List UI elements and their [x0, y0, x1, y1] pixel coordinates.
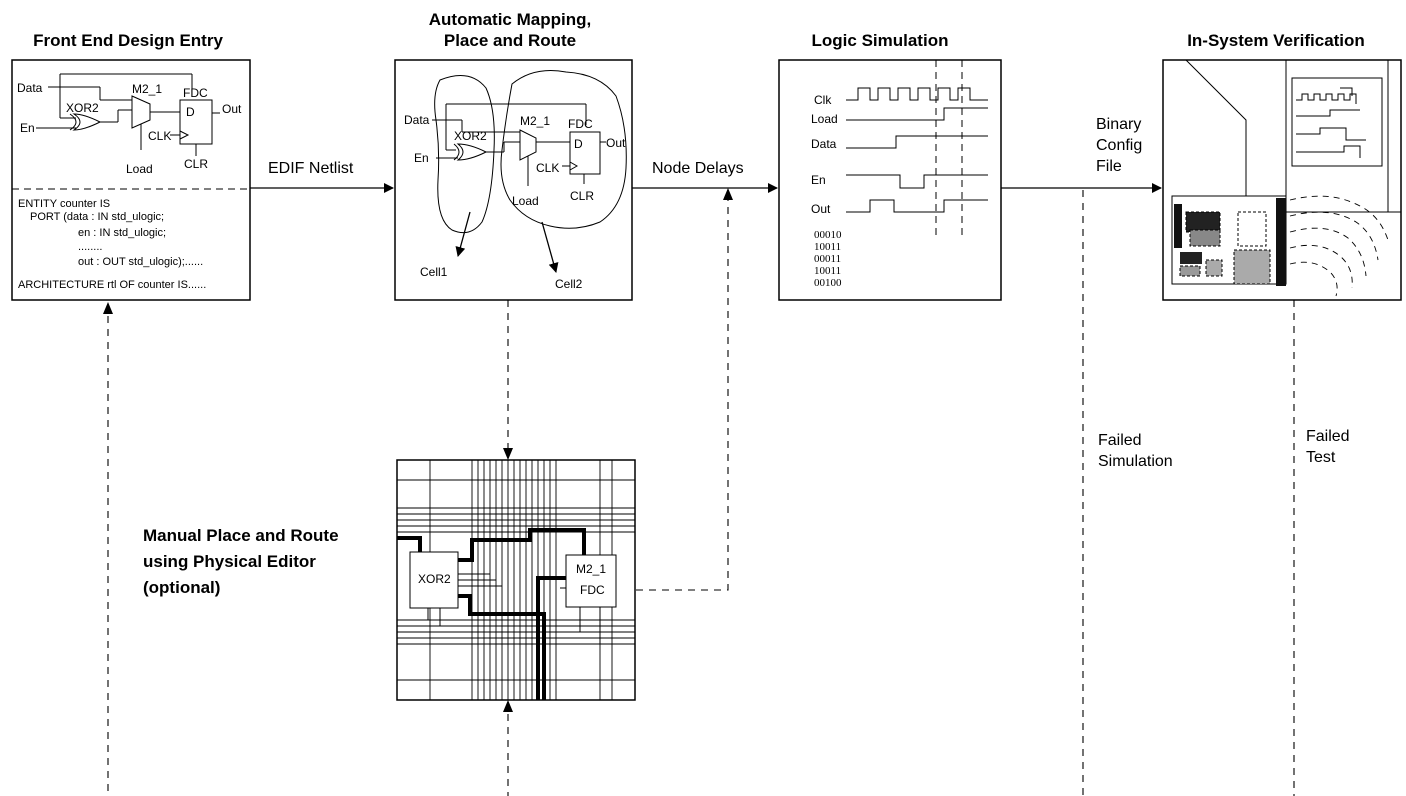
feedback-lines [107, 190, 1295, 796]
fe-load-label: Load [126, 162, 153, 176]
xor2-cell [409, 551, 459, 609]
up-arrow-front-end [103, 302, 113, 314]
am-fdc-label: FDC [568, 117, 593, 131]
wave-data-label: Data [811, 137, 837, 151]
manual-to-node-delays [636, 200, 729, 591]
am-clr-label: CLR [570, 189, 594, 203]
vector-3: 00011 [814, 253, 841, 265]
cable-lines [1289, 195, 1389, 297]
vhdl-line4: ........ [78, 241, 102, 253]
am-clk-label: CLK [536, 161, 559, 175]
front-end-schematic [36, 73, 220, 156]
wave-clk-label: Clk [814, 93, 832, 107]
vector-5: 00100 [814, 277, 842, 289]
waveform-traces [846, 60, 988, 236]
cell2-label: Cell2 [555, 277, 583, 291]
binary-label-3: File [1096, 158, 1122, 175]
vhdl-line5: out : OUT std_ulogic);...... [78, 256, 203, 268]
vhdl-line3: en : IN std_ulogic; [78, 227, 166, 239]
front-end-panel: Data En XOR2 M2_1 FDC D CLK Out Load CLR… [11, 59, 251, 301]
vhdl-line2: PORT (data : IN std_ulogic; [30, 211, 164, 223]
circuit-board-illustration [1171, 195, 1287, 286]
am-load-label: Load [512, 194, 539, 208]
logic-sim-title: Logic Simulation [812, 31, 949, 50]
load-wave [846, 107, 988, 121]
en-wave [846, 174, 988, 189]
wave-out-label: Out [811, 202, 831, 216]
manual-title-line1: Manual Place and Route [143, 526, 339, 545]
auto-map-panel: Data En XOR2 M2_1 FDC D CLK Out Load CLR… [394, 59, 633, 301]
wave-en-label: En [811, 173, 826, 187]
fe-clr-label: CLR [184, 157, 208, 171]
phys-xor2-label: XOR2 [418, 572, 451, 586]
clk-wave [846, 87, 988, 101]
down-arrow-manual [503, 448, 513, 460]
in-system-title: In-System Verification [1187, 31, 1365, 50]
vhdl-line1: ENTITY counter IS [18, 198, 110, 210]
edif-label: EDIF Netlist [268, 160, 354, 177]
failed-test-label-1: Failed [1306, 428, 1350, 445]
auto-map-title-line1: Automatic Mapping, [429, 10, 591, 29]
fe-m2_1-label: M2_1 [132, 82, 162, 96]
binary-label-1: Binary [1096, 116, 1141, 133]
fe-data-label: Data [17, 81, 43, 95]
am-xor2-label: XOR2 [454, 129, 487, 143]
manual-title-line2: using Physical Editor [143, 552, 316, 571]
auto-map-title-line2: Place and Route [444, 31, 576, 50]
up-arrow-node-delays [723, 188, 733, 200]
failed-sim-label-2: Simulation [1098, 453, 1173, 470]
fe-out-label: Out [222, 102, 242, 116]
fe-clk-label: CLK [148, 129, 171, 143]
failed-test-label-2: Test [1306, 449, 1336, 466]
binary-label-2: Config [1096, 137, 1142, 154]
vector-2: 10011 [814, 241, 841, 253]
up-arrow-manual [503, 700, 513, 712]
vhdl-line6: ARCHITECTURE rtl OF counter IS...... [18, 279, 206, 291]
phys-fdc-label: FDC [580, 583, 605, 597]
cell2-region [500, 70, 627, 229]
manual-title-line3: (optional) [143, 578, 220, 597]
fe-fdc-label: FDC [183, 86, 208, 100]
phys-m2_1-label: M2_1 [576, 562, 606, 576]
critical-route [397, 528, 586, 700]
front-end-title: Front End Design Entry [33, 31, 223, 50]
vector-4: 10011 [814, 265, 841, 277]
am-en-label: En [414, 151, 429, 165]
am-m2_1-label: M2_1 [520, 114, 550, 128]
data-wave [846, 135, 988, 149]
pin-connections [427, 573, 601, 644]
out-wave [846, 199, 988, 213]
am-data-label: Data [404, 113, 430, 127]
physical-editor-panel: XOR2 M2_1 FDC [396, 459, 636, 701]
logic-sim-panel: Clk Load Data En Out 00010 10011 00011 1… [778, 59, 1002, 301]
am-d-label: D [574, 137, 583, 151]
m2_1-fdc-cell [565, 554, 617, 608]
cell1-region [434, 75, 495, 234]
vector-1: 00010 [814, 229, 842, 241]
in-system-panel [1162, 59, 1402, 301]
failed-sim-label-1: Failed [1098, 432, 1142, 449]
fe-d-label: D [186, 105, 195, 119]
fe-xor2-label: XOR2 [66, 101, 99, 115]
node-delays-label: Node Delays [652, 160, 744, 177]
wave-load-label: Load [811, 112, 838, 126]
fe-en-label: En [20, 121, 35, 135]
cell1-label: Cell1 [420, 265, 448, 279]
am-out-label: Out [606, 136, 626, 150]
